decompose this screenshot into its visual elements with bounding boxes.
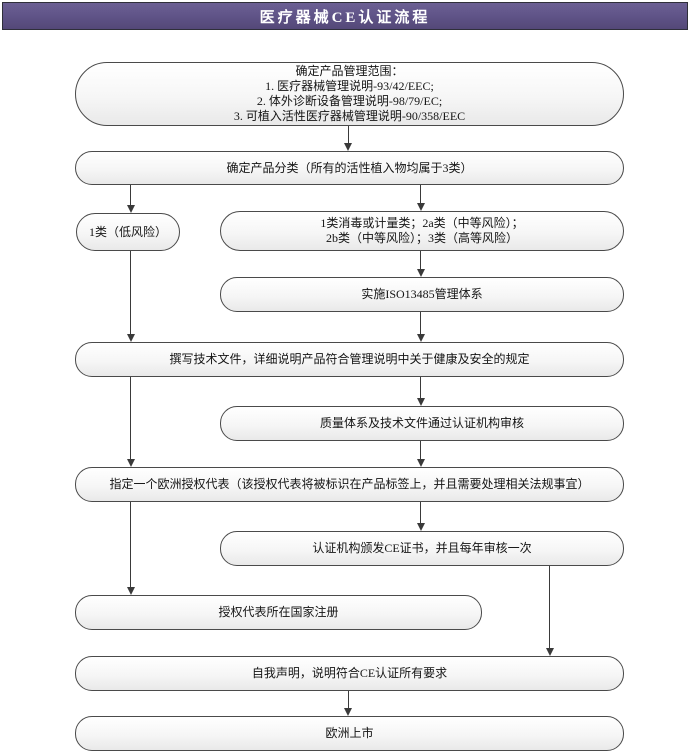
node-class1-text: 1类（低风险）: [88, 224, 167, 239]
connector-line: [130, 502, 131, 588]
node-classify: 确定产品分类（所有的活性植入物均属于3类）: [75, 151, 624, 185]
connector-line: [130, 377, 131, 460]
arrowhead-icon: [417, 398, 425, 406]
node-cert-text: 认证机构颁发CE证书，并且每年审核一次: [312, 541, 532, 555]
node-scope-line2: 1. 医疗器械管理说明-93/42/EEC;: [265, 79, 434, 93]
connector-line: [348, 126, 349, 144]
node-declare-text: 自我声明，说明符合CE认证所有要求: [251, 666, 448, 680]
page-title: 医疗器械CE认证流程: [259, 9, 431, 26]
connector-line: [348, 691, 349, 709]
node-rep: 指定一个欧洲授权代表（该授权代表将被标识在产品标签上，并且需要处理相关法规事宜）: [75, 467, 624, 502]
node-class1: 1类（低风险）: [76, 213, 180, 251]
node-scope-line3: 2. 体外诊断设备管理说明-98/79/EC;: [256, 94, 443, 108]
node-class-other: 1类消毒或计量类；2a类（中等风险）； 2b类（中等风险）；3类（高等风险）: [220, 211, 624, 251]
node-iso-text: 实施ISO13485管理体系: [361, 287, 483, 301]
arrowhead-icon: [344, 708, 352, 716]
connector-line: [549, 566, 550, 649]
node-audit-text: 质量体系及技术文件通过认证机构审核: [319, 416, 524, 430]
node-class-other-text: 1类消毒或计量类；2a类（中等风险）； 2b类（中等风险）；3类（高等风险）: [320, 216, 523, 246]
node-scope-line4: 3. 可植入活性医疗器械管理说明-90/358/EEC: [233, 109, 466, 123]
node-techfile: 撰写技术文件，详细说明产品符合管理说明中关于健康及安全的规定: [75, 342, 624, 377]
connector-line: [420, 185, 421, 204]
node-register: 授权代表所在国家注册: [75, 595, 482, 630]
title-bar: 医疗器械CE认证流程: [2, 2, 688, 30]
node-rep-text: 指定一个欧洲授权代表（该授权代表将被标识在产品标签上，并且需要处理相关法规事宜）: [109, 477, 590, 491]
node-scope: 确定产品管理范围： 1. 医疗器械管理说明-93/42/EEC; 2. 体外诊断…: [75, 62, 624, 126]
node-classify-text: 确定产品分类（所有的活性植入物均属于3类）: [226, 160, 473, 175]
connector-line: [420, 251, 421, 270]
arrowhead-icon: [417, 334, 425, 342]
connector-line: [420, 502, 421, 524]
node-declare: 自我声明，说明符合CE认证所有要求: [75, 656, 624, 691]
node-scope-line1: 确定产品管理范围：: [295, 64, 404, 78]
node-techfile-text: 撰写技术文件，详细说明产品符合管理说明中关于健康及安全的规定: [169, 352, 530, 366]
node-iso: 实施ISO13485管理体系: [220, 277, 624, 312]
arrowhead-icon: [417, 523, 425, 531]
arrowhead-icon: [417, 269, 425, 277]
node-scope-text: 确定产品管理范围： 1. 医疗器械管理说明-93/42/EEC; 2. 体外诊断…: [234, 64, 465, 124]
node-register-text: 授权代表所在国家注册: [218, 605, 339, 619]
arrowhead-icon: [127, 459, 135, 467]
connector-line: [130, 185, 131, 206]
node-class-other-line2: 2b类（中等风险）；3类（高等风险）: [325, 231, 518, 245]
node-cert: 认证机构颁发CE证书，并且每年审核一次: [220, 531, 624, 566]
connector-line: [420, 312, 421, 335]
node-market: 欧洲上市: [75, 716, 624, 751]
node-class-other-line1: 1类消毒或计量类；2a类（中等风险）；: [320, 216, 524, 230]
arrowhead-icon: [127, 205, 135, 213]
node-market-text: 欧洲上市: [325, 726, 374, 740]
arrowhead-icon: [127, 334, 135, 342]
connector-line: [130, 251, 131, 335]
arrowhead-icon: [344, 143, 352, 151]
node-audit: 质量体系及技术文件通过认证机构审核: [220, 406, 624, 441]
arrowhead-icon: [127, 587, 135, 595]
arrowhead-icon: [417, 203, 425, 211]
connector-line: [420, 441, 421, 460]
connector-line: [420, 377, 421, 399]
arrowhead-icon: [417, 459, 425, 467]
arrowhead-icon: [546, 648, 554, 656]
